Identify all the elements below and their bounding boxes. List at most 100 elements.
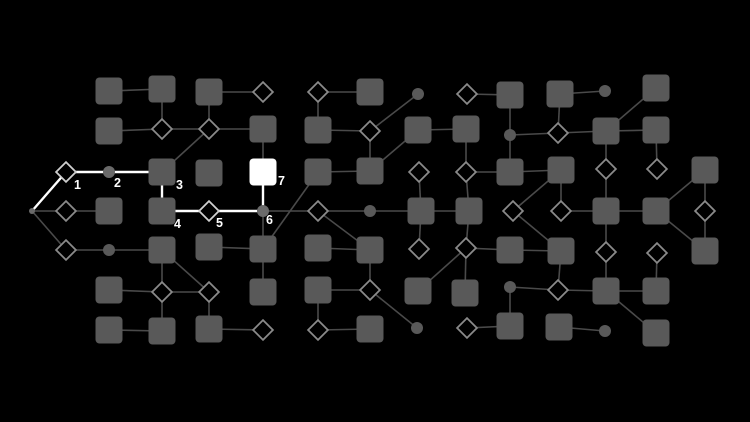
graph-node-a263c-square[interactable] bbox=[249, 235, 277, 263]
graph-node-a656e-diamond[interactable] bbox=[645, 241, 669, 265]
path-node-p7-square[interactable] bbox=[249, 158, 277, 186]
graph-node-a560f-diamond[interactable] bbox=[546, 278, 570, 302]
graph-node-a510f-dot[interactable] bbox=[504, 281, 516, 293]
path-node-p1-diamond[interactable] bbox=[54, 160, 78, 184]
graph-node-a606f-square[interactable] bbox=[592, 277, 620, 305]
graph-node-a510e-square[interactable] bbox=[496, 236, 524, 264]
graph-node-a109c-square[interactable] bbox=[95, 197, 123, 225]
graph-node-a466a-diamond[interactable] bbox=[455, 82, 479, 106]
graph-node-a263e-diamond[interactable] bbox=[251, 318, 275, 342]
graph-node-a705c-square[interactable] bbox=[691, 237, 719, 265]
graph-node-a109b-square[interactable] bbox=[95, 117, 123, 145]
graph-node-a560g-square[interactable] bbox=[545, 313, 573, 341]
graph-node-a209b-diamond[interactable] bbox=[197, 117, 221, 141]
graph-node-a419f-square[interactable] bbox=[404, 277, 432, 305]
graph-node-a109e-square[interactable] bbox=[95, 276, 123, 304]
graph-node-d66b-diamond[interactable] bbox=[54, 238, 78, 262]
graph-node-a466b-square[interactable] bbox=[452, 115, 480, 143]
graph-node-a510g-square[interactable] bbox=[496, 312, 524, 340]
graph-node-a466e-diamond[interactable] bbox=[454, 236, 478, 260]
graph-node-a560c-square[interactable] bbox=[547, 156, 575, 184]
graph-node-a606b-square[interactable] bbox=[592, 117, 620, 145]
graph-node-a209c-square[interactable] bbox=[195, 159, 223, 187]
graph-node-a162a-square[interactable] bbox=[148, 75, 176, 103]
graph-node-a606g-dot[interactable] bbox=[599, 325, 611, 337]
path-step-labels: 1 2 3 4 5 6 7 bbox=[74, 174, 285, 231]
graph-node-a510b-dot[interactable] bbox=[504, 129, 516, 141]
graph-node-a318b-square[interactable] bbox=[304, 116, 332, 144]
graph-node-a263b-square[interactable] bbox=[249, 115, 277, 143]
graph-node-a162d-diamond[interactable] bbox=[150, 280, 174, 304]
graph-node-a419c-diamond[interactable] bbox=[407, 160, 431, 184]
graph-node-a209e-diamond[interactable] bbox=[197, 280, 221, 304]
path-step-label-2: 2 bbox=[114, 176, 121, 190]
edge-A370f-A419g bbox=[369, 289, 418, 329]
graph-node-a370g-square[interactable] bbox=[356, 315, 384, 343]
graph-node-a109d-dot[interactable] bbox=[103, 244, 115, 256]
graph-node-a656a-square[interactable] bbox=[642, 74, 670, 102]
path-edge-S-P1 bbox=[31, 171, 67, 212]
graph-node-a162e-square[interactable] bbox=[148, 317, 176, 345]
graph-node-a318f-square[interactable] bbox=[304, 276, 332, 304]
graph-node-a606c-diamond[interactable] bbox=[594, 157, 618, 181]
graph-node-a466f-square[interactable] bbox=[451, 279, 479, 307]
graph-node-a263a-diamond[interactable] bbox=[251, 80, 275, 104]
graph-node-a209a-square[interactable] bbox=[195, 78, 223, 106]
graph-node-a162b-diamond[interactable] bbox=[150, 117, 174, 141]
path-node-p2-dot[interactable] bbox=[103, 166, 115, 178]
graph-node-a466d-square[interactable] bbox=[455, 197, 483, 225]
path-node-p5-diamond[interactable] bbox=[197, 199, 221, 223]
graph-node-a109f-square[interactable] bbox=[95, 316, 123, 344]
graph-node-a560b-diamond[interactable] bbox=[546, 121, 570, 145]
graph-node-a419e-diamond[interactable] bbox=[407, 237, 431, 261]
graph-node-a606a-dot[interactable] bbox=[599, 85, 611, 97]
graph-node-a419d-square[interactable] bbox=[407, 197, 435, 225]
graph-node-a606e-diamond[interactable] bbox=[594, 240, 618, 264]
graph-node-a318a-diamond[interactable] bbox=[306, 80, 330, 104]
graph-node-a560a-square[interactable] bbox=[546, 80, 574, 108]
graph-node-a560e-square[interactable] bbox=[547, 237, 575, 265]
graph-node-a466c-diamond[interactable] bbox=[454, 160, 478, 184]
graph-node-a705a-square[interactable] bbox=[691, 156, 719, 184]
graph-node-a318g-diamond[interactable] bbox=[306, 318, 330, 342]
graph-node-a419a-dot[interactable] bbox=[412, 88, 424, 100]
path-step-label-5: 5 bbox=[216, 216, 223, 230]
graph-node-a370f-diamond[interactable] bbox=[358, 278, 382, 302]
graph-node-a466g-diamond[interactable] bbox=[455, 316, 479, 340]
graph-node-a109a-square[interactable] bbox=[95, 77, 123, 105]
graph-node-a656f-square[interactable] bbox=[642, 277, 670, 305]
graph-node-a318d-diamond[interactable] bbox=[306, 199, 330, 223]
graph-node-a510d-diamond[interactable] bbox=[501, 199, 525, 223]
graph-node-a318c-square[interactable] bbox=[304, 158, 332, 186]
graph-node-a370d-dot[interactable] bbox=[364, 205, 376, 217]
graph-node-a162c-square[interactable] bbox=[148, 236, 176, 264]
graph-node-a705b-diamond[interactable] bbox=[693, 199, 717, 223]
graph-node-d66a-diamond[interactable] bbox=[54, 199, 78, 223]
graph-node-a656g-square[interactable] bbox=[642, 319, 670, 347]
graph-node-a370e-square[interactable] bbox=[356, 236, 384, 264]
graph-node-a510a-square[interactable] bbox=[496, 81, 524, 109]
graph-node-a510c-square[interactable] bbox=[496, 158, 524, 186]
graph-node-a419b-square[interactable] bbox=[404, 116, 432, 144]
path-node-p6-dot[interactable] bbox=[257, 205, 269, 217]
graph-node-a560d-diamond[interactable] bbox=[549, 199, 573, 223]
graph-node-a419g-dot[interactable] bbox=[411, 322, 423, 334]
edge-S-D66b bbox=[31, 210, 67, 251]
path-step-label-7: 7 bbox=[278, 174, 285, 188]
graph-node-a656b-square[interactable] bbox=[642, 116, 670, 144]
graph-node-a318e-square[interactable] bbox=[304, 234, 332, 262]
graph-node-a209f-square[interactable] bbox=[195, 315, 223, 343]
graph-node-a606d-square[interactable] bbox=[592, 197, 620, 225]
graph-node-a370c-square[interactable] bbox=[356, 157, 384, 185]
graph-node-a209d-square[interactable] bbox=[195, 233, 223, 261]
path-node-p4-square[interactable] bbox=[148, 197, 176, 225]
graph-node-a370a-square[interactable] bbox=[356, 78, 384, 106]
path-node-s-dot[interactable] bbox=[29, 208, 35, 214]
graph-node-a656c-diamond[interactable] bbox=[645, 157, 669, 181]
graph-node-a370b-diamond[interactable] bbox=[358, 119, 382, 143]
edge-A370b-A419a bbox=[369, 93, 419, 132]
graph-node-a263d-square[interactable] bbox=[249, 278, 277, 306]
graph-node-a656d-square[interactable] bbox=[642, 197, 670, 225]
path-node-p3-square[interactable] bbox=[148, 158, 176, 186]
